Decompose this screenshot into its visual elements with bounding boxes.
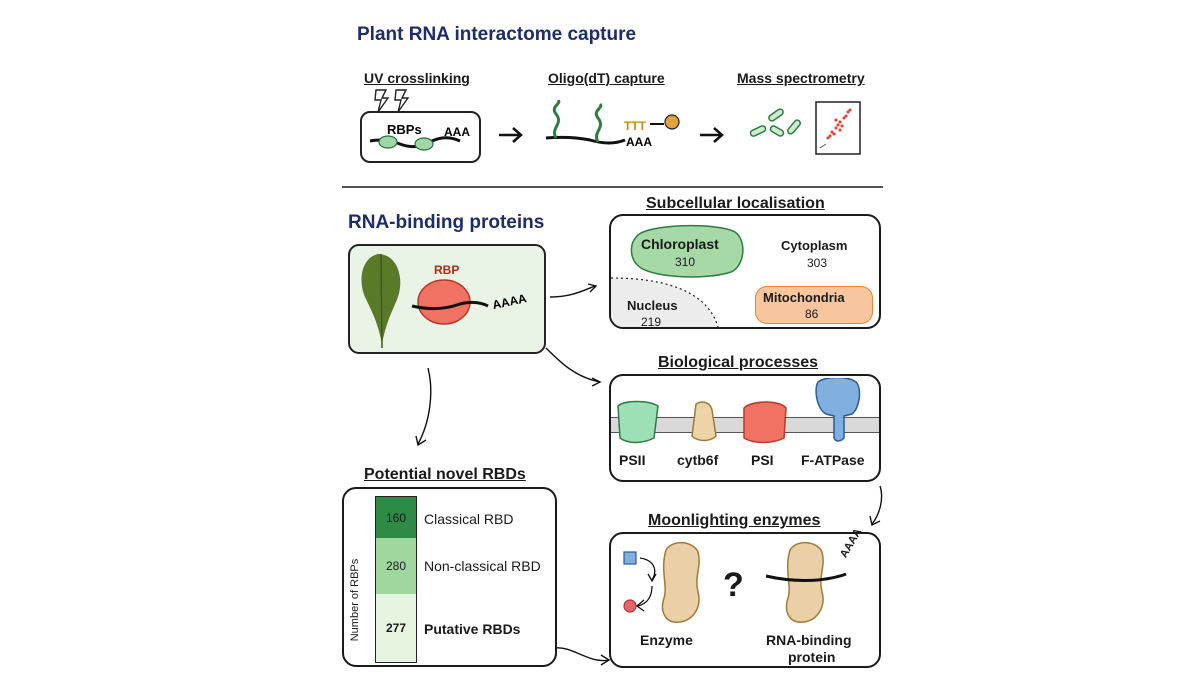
step-uv-crosslinking-label: UV crosslinking: [364, 70, 470, 86]
stacked-bar-segment-putative: 277: [375, 594, 417, 663]
lightning-icon: [374, 89, 410, 113]
photosynthetic-complexes: [617, 378, 861, 444]
enzyme-label: Enzyme: [640, 632, 693, 648]
section-divider: [342, 186, 883, 188]
arrow-right-icon: [554, 647, 611, 666]
chloroplast-shape: [630, 224, 744, 278]
rbp-blob: [378, 135, 398, 149]
mitochondria-label: Mitochondria: [763, 290, 845, 305]
nucleus-label: Nucleus: [627, 298, 678, 313]
cytoplasm-label: Cytoplasm: [781, 238, 848, 253]
rbp-enzyme-shape: [785, 541, 824, 623]
connector-arrows: [415, 283, 602, 447]
nucleus-count: 219: [641, 315, 662, 329]
bound-protein: [594, 102, 603, 143]
arrow-right-icon: [700, 127, 724, 143]
y-axis-label: Number of RBPs: [349, 558, 361, 642]
mitochondria-count: 86: [805, 307, 819, 321]
rbp-protein-label-line2: protein: [788, 649, 836, 665]
stacked-bar-segment-classical: 160: [375, 496, 417, 540]
moonlighting-panel: [609, 532, 881, 668]
localisation-title: Subcellular localisation: [646, 195, 825, 212]
substrate-icon: [623, 551, 637, 565]
chloroplast-label: Chloroplast: [641, 236, 719, 252]
stacked-bar-segment-nonclassical: 280: [375, 538, 417, 595]
arrow-right-icon: [499, 127, 523, 143]
novel-rbds-title: Potential novel RBDs: [364, 466, 526, 483]
cytb6f-label: cytb6f: [677, 452, 719, 468]
cytb6f-complex: [691, 401, 717, 442]
f-atpase-label: F-ATPase: [801, 452, 865, 468]
segment-label-putative: Putative RBDs: [424, 621, 521, 637]
rbp-label: RBP: [434, 263, 459, 277]
product-icon: [623, 599, 637, 613]
psi-complex: [743, 401, 787, 444]
segment-label-classical: Classical RBD: [424, 511, 514, 527]
psii-label: PSII: [619, 452, 646, 468]
question-mark: ?: [723, 566, 744, 604]
cytoplasm-count: 303: [807, 256, 828, 270]
arrow-down-icon: [869, 485, 883, 527]
moonlighting-illustration: [623, 541, 847, 623]
rbp-section-title: RNA-binding proteins: [348, 212, 545, 233]
bound-protein: [552, 100, 561, 139]
nucleus-region: [611, 277, 719, 327]
polya-label: AAA: [626, 135, 652, 149]
f-atpase-complex: [815, 378, 861, 442]
moonlighting-title: Moonlighting enzymes: [648, 512, 821, 529]
segment-value: 280: [385, 559, 407, 573]
page-title: Plant RNA interactome capture: [357, 24, 637, 45]
localisation-panel: Chloroplast 310 Cytoplasm 303 Nucleus 21…: [609, 214, 881, 329]
uv-crosslinking-panel: RBPs AAA: [360, 89, 481, 163]
uv-box: [360, 111, 481, 163]
rbps-label: RBPs: [387, 122, 422, 137]
rna-strand: [411, 300, 489, 311]
plant-leaf-icon: [361, 253, 401, 349]
mitochondria-shape: [755, 286, 873, 324]
step-oligo-capture-label: Oligo(dT) capture: [548, 70, 665, 86]
oligo-dt-label: TTT: [624, 119, 647, 133]
segment-value: 277: [385, 621, 407, 635]
chloroplast-count: 310: [675, 255, 696, 269]
polya-label: AAA: [444, 125, 470, 139]
rbp-protein-label-line1: RNA-binding: [766, 632, 852, 648]
rna-strand: [545, 135, 626, 145]
rbp-overview-panel: RBP AAAA: [348, 244, 546, 354]
novel-rbds-panel: [342, 487, 557, 667]
rna-strand: [765, 572, 847, 582]
bead-icon: [664, 114, 680, 130]
segment-label-nonclassical: Non-classical RBD: [424, 558, 541, 574]
step-mass-spec-label: Mass spectrometry: [737, 70, 865, 86]
processes-panel: [609, 374, 881, 482]
processes-title: Biological processes: [658, 354, 819, 371]
mass-spec-panel: [749, 101, 861, 155]
psi-label: PSI: [751, 452, 774, 468]
rbp-blob: [414, 137, 434, 151]
psii-complex: [617, 400, 659, 444]
oligo-capture-panel: AAA TTT: [545, 100, 680, 149]
enzyme-shape: [661, 541, 700, 623]
segment-value: 160: [385, 511, 407, 525]
